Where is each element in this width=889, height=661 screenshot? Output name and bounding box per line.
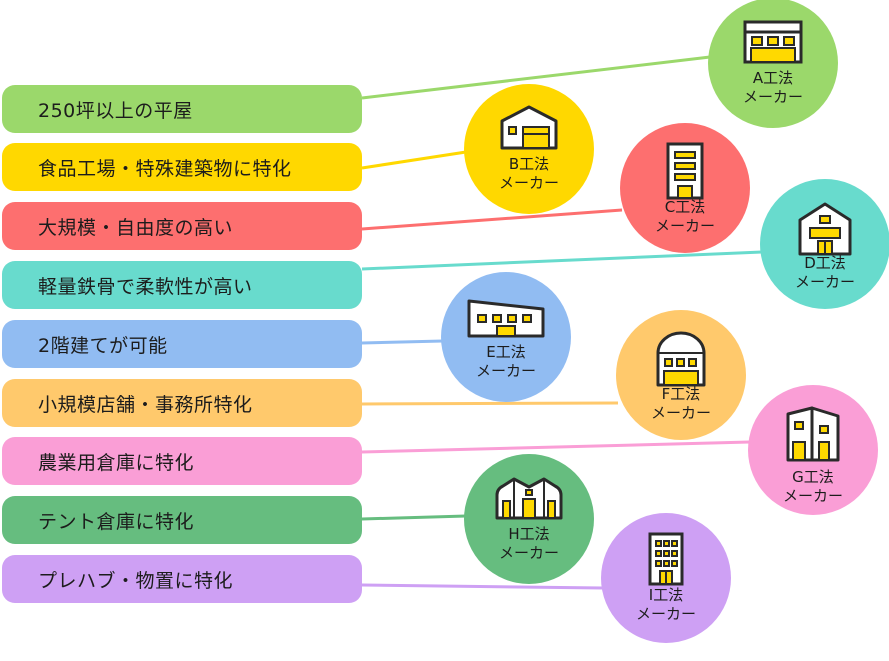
maker-e-circle: E工法 メーカー — [441, 272, 571, 402]
maker-a-circle: A工法 メーカー — [708, 0, 838, 128]
feature-f-label: 小規模店舗・事務所特化 — [38, 393, 253, 416]
maker-f-circle: F工法 メーカー — [616, 310, 746, 440]
connector-line-a — [361, 55, 711, 100]
maker-f-suffix: メーカー — [650, 404, 711, 422]
maker-h-name: H工法 — [508, 525, 550, 543]
flat-warehouse-icon — [742, 17, 804, 65]
connector-line-d — [361, 250, 763, 271]
connector-line-f — [361, 401, 619, 406]
gable-factory-icon — [498, 103, 560, 151]
feature-g-pill: 農業用倉庫に特化 — [2, 437, 362, 485]
feature-b-pill: 食品工場・特殊建築物に特化 — [2, 143, 362, 191]
feature-h-label: テント倉庫に特化 — [38, 510, 195, 533]
feature-i-pill: プレハブ・物置に特化 — [2, 555, 362, 603]
feature-c-label: 大規模・自由度の高い — [38, 216, 234, 239]
maker-d-circle: D工法 メーカー — [760, 179, 889, 309]
feature-a-pill: 250坪以上の平屋 — [2, 85, 362, 133]
feature-h-pill: テント倉庫に特化 — [2, 496, 362, 544]
feature-e-label: 2階建てが可能 — [38, 334, 168, 357]
tall-building-icon — [654, 142, 716, 200]
maker-f-name: F工法 — [661, 385, 701, 403]
connector-line-h — [361, 514, 467, 521]
maker-d-label: D工法 メーカー — [795, 254, 855, 292]
maker-b-suffix: メーカー — [498, 174, 559, 192]
feature-d-pill: 軽量鉄骨で柔軟性が高い — [2, 261, 362, 309]
connector-line-c — [361, 208, 623, 231]
maker-i-suffix: メーカー — [635, 605, 696, 623]
connector-line-g — [361, 440, 751, 454]
maker-h-suffix: メーカー — [498, 544, 559, 562]
sloped-roof-building-icon — [466, 291, 546, 339]
gable-house-icon — [794, 198, 856, 256]
maker-e-suffix: メーカー — [475, 362, 536, 380]
tent-warehouse-icon — [494, 473, 564, 521]
connector-line-b — [361, 150, 467, 170]
feature-g-label: 農業用倉庫に特化 — [38, 451, 195, 474]
feature-c-pill: 大規模・自由度の高い — [2, 202, 362, 250]
maker-b-label: B工法 メーカー — [499, 155, 559, 193]
maker-i-circle: I工法 メーカー — [601, 513, 731, 643]
connector-line-e — [361, 339, 444, 345]
connector-line-i — [361, 583, 604, 590]
maker-a-name: A工法 — [752, 69, 794, 87]
feature-e-pill: 2階建てが可能 — [2, 320, 362, 368]
feature-f-pill: 小規模店舗・事務所特化 — [2, 379, 362, 427]
maker-a-label: A工法 メーカー — [743, 69, 803, 107]
storage-shed-icon — [635, 532, 697, 586]
feature-a-label: 250坪以上の平屋 — [38, 99, 193, 122]
maker-h-label: H工法 メーカー — [499, 525, 559, 563]
maker-c-label: C工法 メーカー — [655, 198, 715, 236]
feature-b-label: 食品工場・特殊建築物に特化 — [38, 157, 292, 180]
maker-e-name: E工法 — [486, 343, 526, 361]
maker-i-name: I工法 — [648, 586, 684, 604]
maker-c-suffix: メーカー — [654, 217, 715, 235]
maker-f-label: F工法 メーカー — [651, 385, 711, 423]
two-block-building-icon — [782, 404, 844, 462]
feature-d-label: 軽量鉄骨で柔軟性が高い — [38, 275, 253, 298]
maker-h-circle: H工法 メーカー — [464, 454, 594, 584]
maker-d-suffix: メーカー — [794, 273, 855, 291]
maker-a-suffix: メーカー — [742, 88, 803, 106]
maker-g-label: G工法 メーカー — [783, 468, 843, 506]
maker-d-name: D工法 — [804, 254, 846, 272]
maker-b-circle: B工法 メーカー — [464, 84, 594, 214]
maker-b-name: B工法 — [508, 155, 550, 173]
maker-g-suffix: メーカー — [782, 487, 843, 505]
maker-g-name: G工法 — [792, 468, 834, 486]
maker-c-circle: C工法 メーカー — [620, 123, 750, 253]
maker-g-circle: G工法 メーカー — [748, 385, 878, 515]
maker-e-label: E工法 メーカー — [476, 343, 536, 381]
maker-i-label: I工法 メーカー — [636, 586, 696, 624]
arched-shop-icon — [650, 329, 712, 387]
maker-c-name: C工法 — [664, 198, 706, 216]
feature-i-label: プレハブ・物置に特化 — [38, 569, 234, 592]
